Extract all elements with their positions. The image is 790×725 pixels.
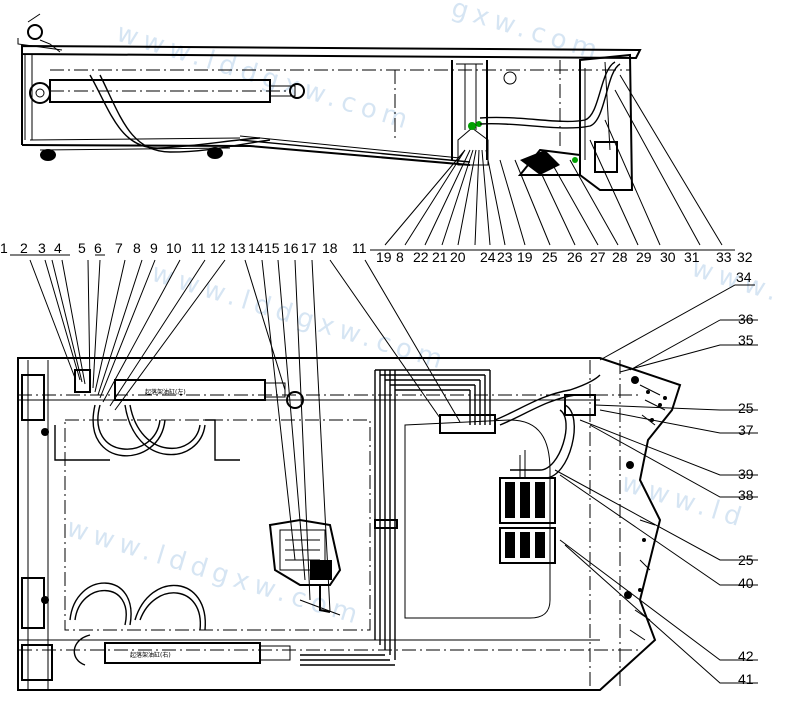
callout-label: 39	[738, 466, 754, 482]
plan-top-leaders	[10, 254, 461, 613]
callout-label: 40	[738, 575, 754, 591]
side-view-callouts: 19 8 22 21 20 24 23 19 25 26 27 28 29 30…	[376, 249, 753, 265]
callout-label: 27	[590, 249, 606, 265]
callout-label: 11	[191, 240, 206, 256]
callout-label: 28	[612, 249, 628, 265]
callout-label: 24	[480, 249, 496, 265]
callout-label: 8	[396, 249, 404, 265]
callout-label: 13	[230, 240, 246, 256]
callout-label: 19	[376, 249, 392, 265]
callout-label: 12	[210, 240, 226, 256]
callout-label: 25	[738, 400, 754, 416]
plan-right-callouts: 34 36 35 25 37 39 38 25 40 42 41	[736, 269, 754, 687]
callout-label: 33	[716, 249, 732, 265]
callout-label: 30	[660, 249, 676, 265]
callout-label: 36	[738, 311, 754, 327]
callout-label: 34	[736, 269, 752, 285]
callout-label: 10	[166, 240, 182, 256]
callout-label: 17	[301, 240, 317, 256]
callout-label: 2	[20, 240, 28, 256]
callout-label: 25	[738, 552, 754, 568]
callout-label: 25	[542, 249, 558, 265]
cylinder-label-lower: 起落架油缸(右)	[130, 651, 171, 659]
callout-label: 19	[517, 249, 533, 265]
callout-label: 23	[497, 249, 513, 265]
callout-label: 37	[738, 422, 754, 438]
callout-label: 21	[432, 249, 448, 265]
callout-label: 16	[283, 240, 299, 256]
callout-label: 18	[322, 240, 338, 256]
plan-view: 起落架油缸(左) 起落架油缸(右)	[17, 357, 682, 691]
callout-label: 20	[450, 249, 466, 265]
plan-right-leaders	[554, 284, 758, 684]
cylinder-label-upper: 起落架油缸(左)	[145, 388, 186, 396]
plan-top-callouts: 1 2 3 4 5 6 7 8 9 10 11 12 13 14 15 16 1…	[0, 240, 367, 256]
callout-label: 14	[248, 240, 264, 256]
callout-label: 31	[684, 249, 700, 265]
callout-label: 9	[150, 240, 158, 256]
callout-label: 35	[738, 332, 754, 348]
watermark-top: www.lddgxw.com	[113, 18, 417, 137]
side-view	[17, 13, 642, 191]
callout-label: 41	[738, 671, 754, 687]
callout-label: 15	[264, 240, 280, 256]
watermark-right: www.ld	[618, 468, 751, 535]
callout-label: 29	[636, 249, 652, 265]
callout-label: 8	[133, 240, 141, 256]
callout-label: 6	[94, 240, 102, 256]
callout-label: 7	[115, 240, 123, 256]
callout-label: 1	[0, 240, 8, 256]
callout-label: 5	[78, 240, 86, 256]
callout-label: 26	[567, 249, 583, 265]
callout-label: 22	[413, 249, 429, 265]
callout-label: 38	[738, 487, 754, 503]
callout-label: 3	[38, 240, 46, 256]
callout-label: 11	[352, 240, 367, 256]
callout-label: 42	[738, 648, 754, 664]
callout-label: 4	[54, 240, 62, 256]
callout-label: 32	[737, 249, 753, 265]
side-view-leaders	[370, 74, 735, 251]
